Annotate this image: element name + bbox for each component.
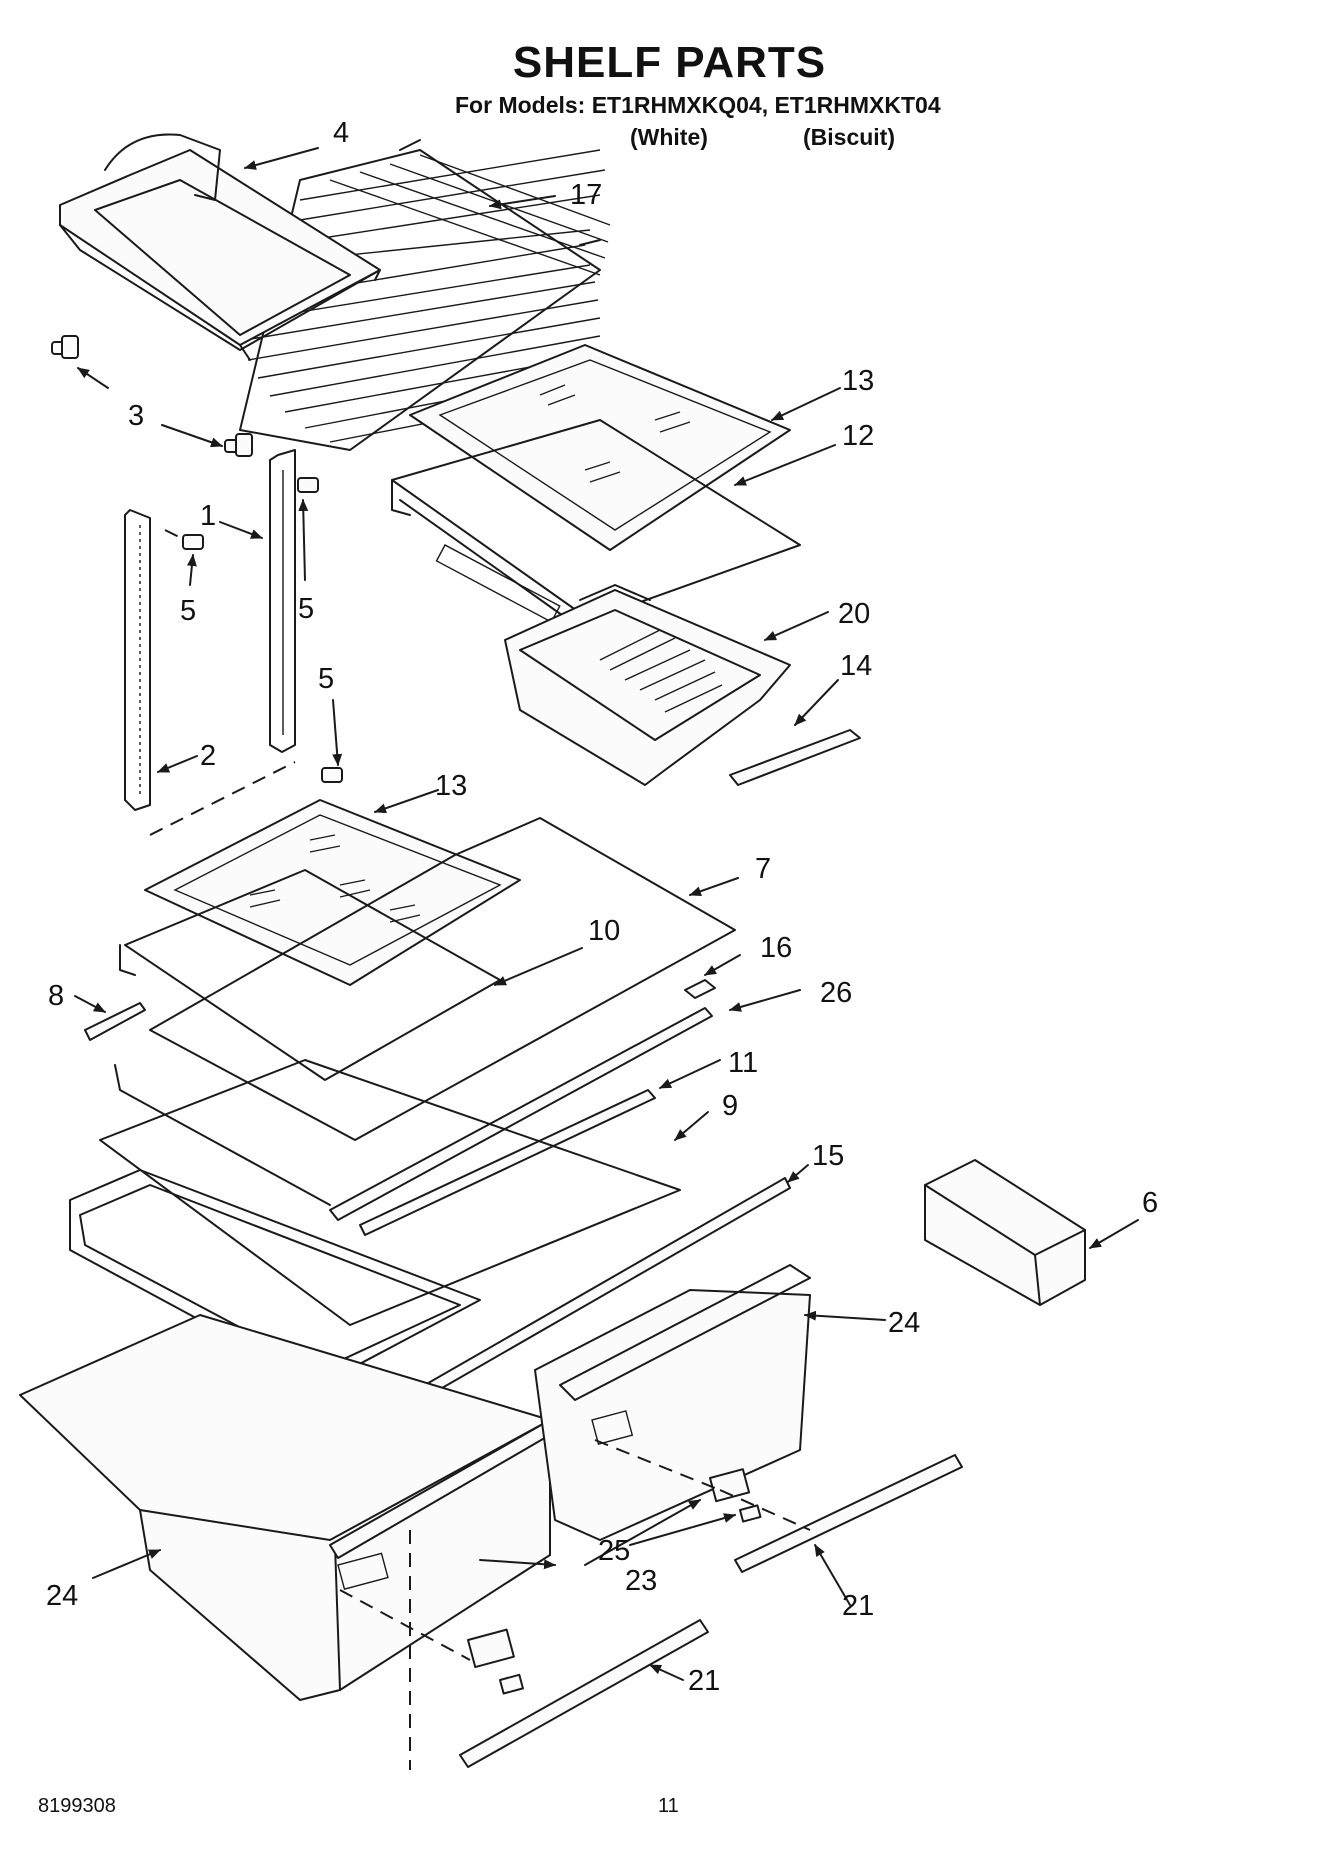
callout-13-lower: 13 [435, 770, 467, 802]
glass-shelf-upper [409, 344, 791, 551]
crisper-part-20 [504, 584, 791, 786]
callout-5-left: 5 [180, 595, 196, 627]
callout-4: 4 [333, 117, 349, 149]
ladder-part-2 [124, 509, 151, 811]
clip-part-23 [498, 1504, 762, 1695]
document-number: 8199308 [38, 1795, 116, 1817]
dashed-alignment-lines [339, 1439, 811, 1770]
handle-part-21-left [459, 1619, 709, 1768]
glass-shelf-lower [144, 799, 521, 986]
callout-24-left: 24 [46, 1580, 78, 1612]
callout-2: 2 [200, 740, 216, 772]
callout-6: 6 [1142, 1187, 1158, 1219]
trim-part-16 [684, 979, 716, 999]
crisper-drawer-left [19, 1314, 556, 1701]
page-number: 11 [658, 1795, 679, 1817]
rail-part-26 [329, 1007, 713, 1221]
callout-9: 9 [722, 1090, 738, 1122]
shelf-frame-part-12 [391, 419, 801, 636]
callout-21-left: 21 [688, 1665, 720, 1697]
bin-part-4 [59, 133, 381, 361]
clip-part-25 [467, 1468, 751, 1669]
callout-11: 11 [728, 1047, 758, 1079]
screw-part-5 [149, 477, 343, 836]
crisper-drawer-right [534, 1264, 811, 1541]
callout-5-lower: 5 [318, 663, 334, 695]
callout-1: 1 [200, 500, 216, 532]
trim-part-14 [729, 729, 861, 786]
handle-part-21-right [734, 1454, 963, 1573]
rail-part-11 [359, 1089, 656, 1236]
callout-8: 8 [48, 980, 64, 1012]
callout-14: 14 [840, 650, 872, 682]
callout-3: 3 [128, 400, 144, 432]
callout-24-right: 24 [888, 1307, 920, 1339]
trim-part-8 [84, 1002, 146, 1041]
callout-20: 20 [838, 598, 870, 630]
callout-13-upper: 13 [842, 365, 874, 397]
shelf-part-9 [99, 1059, 681, 1326]
callout-5-middle: 5 [298, 593, 314, 625]
peg-part-3 [51, 335, 253, 457]
callout-12: 12 [842, 420, 874, 452]
page-title: SHELF PARTS [512, 38, 827, 87]
callout-16: 16 [760, 932, 792, 964]
callout-10: 10 [588, 915, 620, 947]
callout-23: 23 [625, 1565, 657, 1597]
callout-7: 7 [755, 853, 771, 885]
variant-white-label: (White) [630, 124, 708, 150]
sheet-part-7 [149, 817, 736, 1141]
models-subtitle: For Models: ET1RHMXKQ04, ET1RHMXKT04 [455, 92, 941, 118]
callout-21-right: 21 [842, 1590, 874, 1622]
leader-arrows [74, 147, 1139, 1681]
callout-15: 15 [812, 1140, 844, 1172]
callout-26: 26 [820, 977, 852, 1009]
variant-biscuit-label: (Biscuit) [803, 124, 895, 150]
door-bin-part-6 [924, 1159, 1086, 1306]
callout-17: 17 [570, 179, 602, 211]
callout-25: 25 [598, 1535, 630, 1567]
ladder-part-1 [269, 449, 296, 753]
crisper-cover-frame [69, 1169, 481, 1386]
